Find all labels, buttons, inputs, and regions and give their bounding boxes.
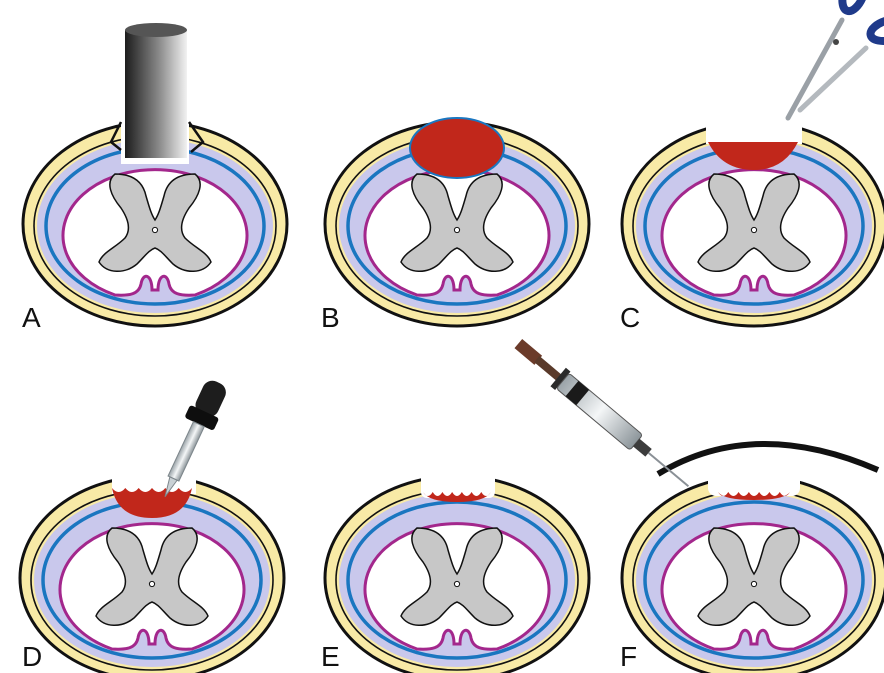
panel-c: C: [620, 0, 884, 333]
scissors-icon: [788, 0, 884, 118]
hematoma: [410, 118, 504, 178]
cylinder-impactor-icon: [125, 30, 187, 158]
central-canal: [149, 581, 154, 586]
panel-label-e: E: [321, 641, 340, 672]
panel-label-b: B: [321, 302, 340, 333]
panel-label-c: C: [620, 302, 640, 333]
cavity-opening: [421, 462, 495, 498]
panel-d: D: [20, 376, 284, 673]
impactor-top: [125, 23, 187, 37]
central-canal: [751, 581, 756, 586]
central-canal: [152, 227, 157, 232]
panel-e: E: [321, 462, 589, 673]
panel-b: B: [321, 118, 589, 333]
panel-label-d: D: [22, 641, 42, 672]
panel-label-f: F: [620, 641, 637, 672]
panel-label-a: A: [22, 302, 41, 333]
panel-a: A: [22, 23, 287, 333]
central-canal: [454, 581, 459, 586]
cavity-opening: [708, 462, 800, 496]
central-canal: [454, 227, 459, 232]
central-canal: [751, 227, 756, 232]
